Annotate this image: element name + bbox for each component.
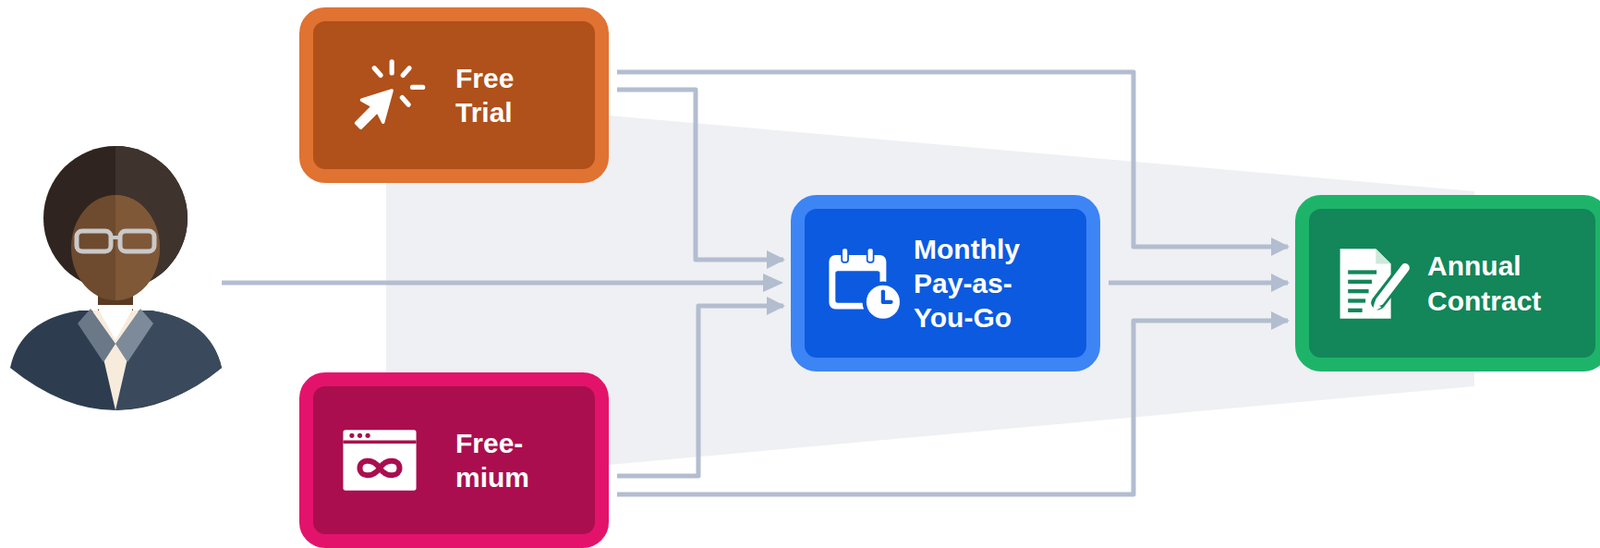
node-label-group: Free- mium [455, 425, 558, 495]
node-label: Free Trial [455, 60, 548, 130]
node-label: Free- mium [455, 425, 558, 495]
node-label: Annual Contract [1427, 248, 1566, 317]
flow-connector [617, 89, 784, 260]
annual-box: Annual Contract [1295, 194, 1600, 372]
browser-infinity-icon [339, 420, 420, 500]
node-label-group: Free Trial [455, 60, 548, 130]
calendar-clock-icon [825, 243, 906, 324]
entry-arrow [221, 273, 784, 292]
click-cursor-icon [347, 55, 427, 135]
person-illustration [10, 145, 222, 411]
monthly-box: Monthly Pay-as- You-Go [790, 194, 1101, 372]
contract-pen-icon [1332, 243, 1412, 324]
flow-connector [617, 305, 784, 476]
node-label: Monthly Pay-as- You-Go [913, 231, 1062, 336]
freemium-box: Free- mium [299, 372, 609, 548]
node-label-group: Annual Contract [1427, 248, 1566, 317]
node-label-group: Monthly Pay-as- You-Go [913, 231, 1062, 336]
free-trial-box: Free Trial [299, 7, 609, 183]
flow-connector [1108, 280, 1288, 286]
